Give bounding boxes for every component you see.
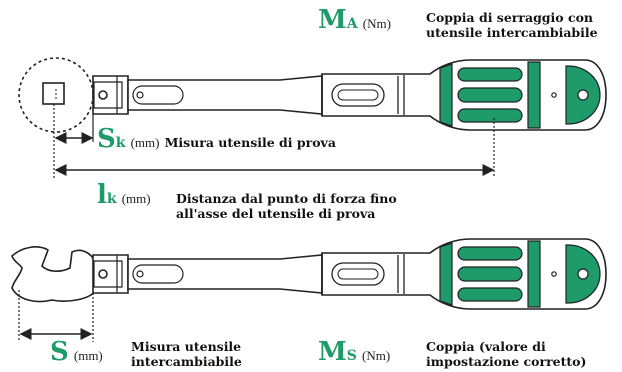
test-tool-square-icon: [42, 82, 65, 105]
sk-description: Misura utensile di prova: [164, 135, 336, 150]
torque-wrench-icon: [11, 238, 607, 310]
ms-description: Coppia (valore di impostazione corretto): [426, 339, 586, 369]
dimension-arrow-icon: [18, 290, 94, 342]
lk-label: lk (mm): [97, 180, 151, 210]
lk-unit: (mm): [121, 191, 151, 206]
lk-desc-line2: all'asse del utensile di prova: [176, 206, 376, 221]
s-symbol: S: [50, 337, 69, 367]
torque-wrench-icon: [18, 57, 607, 133]
ma-label: MA (Nm): [318, 5, 391, 35]
ms-desc-line2: impostazione corretto): [426, 354, 587, 369]
dimension-arrow-icon: [53, 104, 495, 178]
s-desc-line2: intercambiabile: [131, 354, 242, 369]
open-end-spanner-head-icon: [11, 246, 97, 303]
lk-symbol: l: [97, 180, 107, 210]
ma-description: Coppia di serraggio con utensile interca…: [426, 10, 598, 40]
sk-unit: (mm): [130, 135, 160, 150]
ma-desc-line2: utensile intercambiabile: [426, 25, 598, 40]
sk-label: Sk (mm) Misura utensile di prova: [97, 124, 336, 154]
s-unit: (mm): [73, 348, 103, 363]
lk-description: Distanza dal punto di forza fino all'ass…: [176, 191, 397, 221]
ms-subscript: S: [346, 348, 357, 364]
sk-subscript: k: [115, 135, 126, 151]
lk-desc-line1: Distanza dal punto di forza fino: [176, 191, 397, 206]
ma-subscript: A: [346, 16, 358, 32]
sk-symbol: S: [97, 124, 116, 154]
ms-unit: (Nm): [362, 348, 391, 363]
ma-unit: (Nm): [362, 16, 391, 31]
ma-desc-line1: Coppia di serraggio con: [426, 10, 594, 25]
ms-desc-line1: Coppia (valore di: [426, 339, 546, 354]
ma-symbol: M: [318, 5, 347, 35]
s-label: S (mm): [50, 337, 103, 367]
lk-subscript: k: [106, 191, 117, 207]
s-desc-line1: Misura utensile: [131, 339, 242, 354]
s-description: Misura utensile intercambiabile: [131, 339, 242, 369]
ms-label: MS (Nm): [318, 337, 390, 367]
ms-symbol: M: [318, 337, 347, 367]
